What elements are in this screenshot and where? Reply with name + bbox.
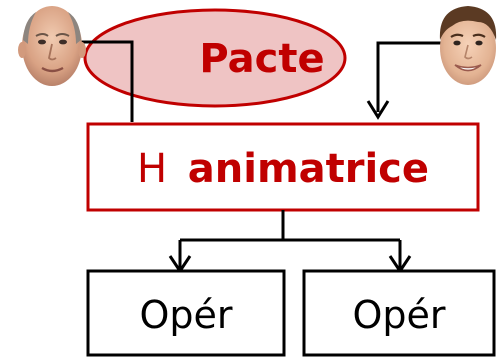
operating-company-box-1 (86, 269, 286, 357)
right-shareholder-line (376, 41, 447, 112)
operating-company-box-2 (302, 269, 496, 357)
pact-ellipse (83, 8, 347, 108)
holding-prefix: H (137, 146, 167, 192)
operating-company-label-1: Opér (139, 293, 232, 337)
bald-man-face-icon (18, 6, 86, 86)
right-shareholder-arrowhead (366, 100, 390, 120)
shareholder-connectors (80, 40, 447, 122)
subsidiary-connectors (168, 210, 412, 274)
holding-name: animatrice (188, 146, 429, 192)
holding-label: H animatrice (137, 146, 429, 192)
young-man-face-icon (439, 6, 497, 85)
pact-label: Pacte (199, 36, 324, 82)
left-shareholder-line (80, 40, 134, 122)
operating-company-label-2: Opér (352, 293, 445, 337)
